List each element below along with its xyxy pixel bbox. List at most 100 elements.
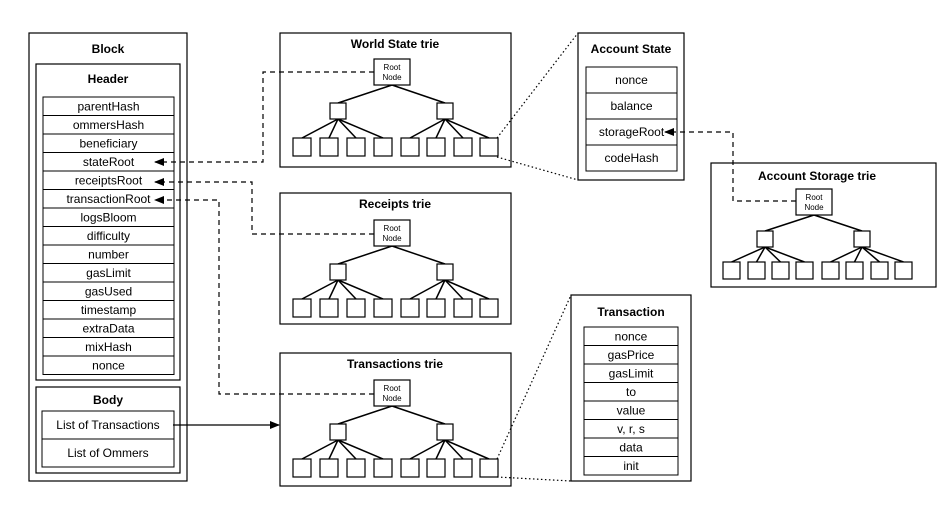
header-field-label: beneficiary <box>79 136 137 150</box>
transaction-field-row: nonce <box>583 326 679 346</box>
account-state-field-row: storageRoot <box>585 118 678 146</box>
trie-branch-node <box>436 102 454 120</box>
block-title: Block <box>92 42 125 56</box>
header-field-row: gasUsed <box>42 281 175 301</box>
trie-leaf-node <box>373 458 393 478</box>
header-field-row: transactionRoot <box>42 189 175 209</box>
trie-leaf-node <box>795 261 814 280</box>
header-field-row: stateRoot <box>42 152 175 172</box>
trie-leaf-node <box>426 458 446 478</box>
header-field-row: extraData <box>42 318 175 338</box>
root-node-label-line2: Node <box>382 73 402 82</box>
trie-leaf-node <box>292 298 312 318</box>
account-state-field-label: balance <box>610 99 652 113</box>
trie-leaf-node <box>400 298 420 318</box>
trie-branch-node <box>756 230 774 248</box>
trie-leaf-node <box>771 261 790 280</box>
body-field-label: List of Ommers <box>67 446 148 460</box>
trie-leaf-node <box>479 458 499 478</box>
header-field-label: mixHash <box>85 340 132 354</box>
transaction-field-label: gasPrice <box>608 348 655 362</box>
trie-leaf-node <box>319 458 339 478</box>
trie-leaf-node <box>722 261 741 280</box>
account-state-field-row: codeHash <box>585 144 678 172</box>
trie-branch-node <box>853 230 871 248</box>
trie-leaf-node <box>426 137 446 157</box>
body-field-label: List of Transactions <box>56 418 159 432</box>
trie-leaf-node <box>894 261 913 280</box>
header-field-row: logsBloom <box>42 207 175 227</box>
trie-leaf-node <box>346 458 366 478</box>
header-field-label: gasUsed <box>85 284 132 298</box>
connectors <box>154 32 796 482</box>
header-field-label: difficulty <box>87 229 130 243</box>
body-field-row: List of Ommers <box>41 438 175 468</box>
header-field-label: transactionRoot <box>66 192 151 206</box>
header-field-row: timestamp <box>42 300 175 320</box>
root-node-label-line1: Root <box>384 63 402 72</box>
trie-leaf-node <box>845 261 864 280</box>
header-field-list: parentHash ommersHash beneficiary stateRoot… <box>42 96 175 375</box>
body-title: Body <box>93 393 123 407</box>
account-state-field-label: storageRoot <box>599 125 665 139</box>
account-state-field-row: nonce <box>585 66 678 94</box>
transaction-field-label: nonce <box>615 329 648 343</box>
transaction-panel: Transaction noncegasPricegasLimittovalue… <box>570 294 692 482</box>
transaction-zoom-line-bottom <box>496 476 572 482</box>
trie-leaf-node <box>346 298 366 318</box>
header-field-row: nonce <box>42 355 175 375</box>
header-field-label: number <box>88 247 129 261</box>
header-field-row: receiptsRoot <box>42 170 175 190</box>
header-field-row: beneficiary <box>42 133 175 153</box>
account-state-field-row: balance <box>585 92 678 120</box>
storage-root-connector <box>664 128 796 202</box>
transaction-title: Transaction <box>597 305 664 319</box>
account-state-zoom-line-bottom <box>496 156 579 181</box>
trie-leaf-node <box>821 261 840 280</box>
transaction-field-row: gasLimit <box>583 363 679 383</box>
trie-branch-node <box>436 423 454 441</box>
trie-leaf-node <box>453 137 473 157</box>
account-state-title: Account State <box>591 42 672 56</box>
trie-leaf-node <box>747 261 766 280</box>
header-field-label: ommersHash <box>73 118 144 132</box>
root-node-label-line1: Root <box>806 193 824 202</box>
account-state-field-label: codeHash <box>604 151 658 165</box>
header-field-row: gasLimit <box>42 263 175 283</box>
trie-leaf-node <box>373 298 393 318</box>
account-state-field-list: nonce balance storageRoot codeHash <box>585 66 678 172</box>
header-field-label: nonce <box>92 358 125 372</box>
transaction-field-label: gasLimit <box>609 366 654 380</box>
account-state-field-label: nonce <box>615 73 648 87</box>
trie-leaf-node <box>292 137 312 157</box>
transaction-root-connector <box>154 196 374 395</box>
trie-branch-node <box>436 263 454 281</box>
header-field-label: stateRoot <box>83 155 135 169</box>
root-node-label-line2: Node <box>382 394 402 403</box>
trie-branch-node <box>329 423 347 441</box>
root-node-label-line1: Root <box>384 224 402 233</box>
header-field-label: extraData <box>82 321 134 335</box>
transaction-field-label: v, r, s <box>617 422 645 436</box>
receipts-root-connector <box>154 178 374 235</box>
header-field-row: mixHash <box>42 337 175 357</box>
header-panel: Header parentHashommersHashbeneficiaryst… <box>35 63 181 381</box>
header-field-row: parentHash <box>42 96 175 116</box>
header-field-label: timestamp <box>81 303 137 317</box>
transaction-field-row: value <box>583 400 679 420</box>
transaction-field-row: init <box>583 456 679 476</box>
header-field-row: number <box>42 244 175 264</box>
transaction-field-label: value <box>617 403 646 417</box>
